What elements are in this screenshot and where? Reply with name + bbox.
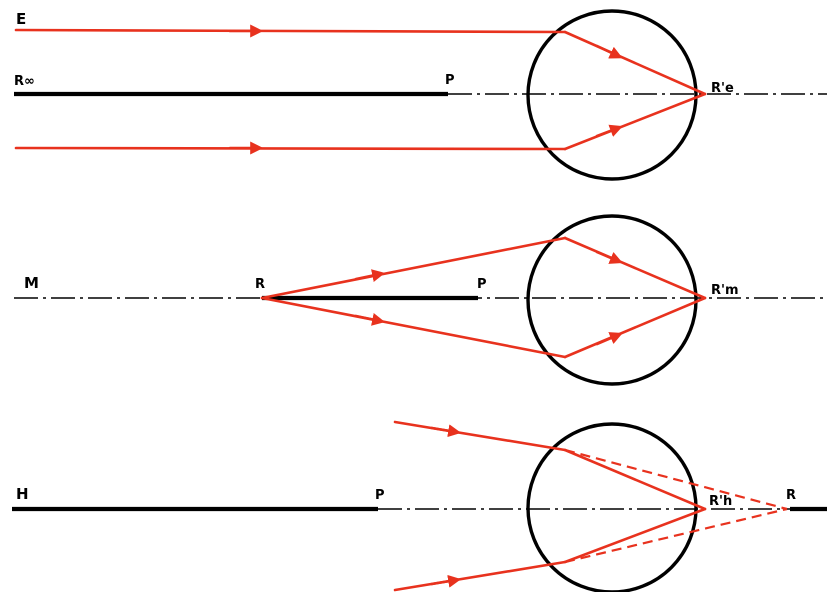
ray-arrow — [595, 124, 623, 138]
eye-circle — [526, 9, 698, 181]
refracted-ray-top — [563, 448, 707, 511]
near-point-label: P — [477, 277, 487, 292]
ray-arrow — [354, 269, 386, 282]
refracted-ray-bottom — [563, 296, 707, 359]
extension-ray-top — [564, 448, 788, 511]
ray-arrow — [354, 313, 386, 326]
extension-ray-bottom — [564, 507, 788, 564]
near-point-label: P — [445, 73, 455, 88]
panel-emmetropia: E R∞ P R'e — [14, 9, 827, 181]
incident-ray-top — [393, 420, 567, 452]
incident-ray-bottom — [260, 296, 567, 359]
eye-type-label: H — [16, 485, 29, 503]
image-point-label: R'm — [711, 283, 739, 298]
incident-ray-top — [260, 236, 567, 300]
refracted-ray-top — [563, 236, 707, 300]
ray-arrow — [595, 332, 623, 346]
panel-myopia: M R P R'm — [14, 214, 827, 386]
far-point-label: R — [786, 488, 796, 503]
refracted-ray-top — [563, 30, 707, 96]
ray-arrow — [430, 424, 462, 438]
eye-type-label: E — [16, 10, 26, 28]
far-point-label: R — [255, 277, 265, 292]
refracted-ray-bottom — [563, 507, 707, 564]
ray-arrow — [595, 44, 623, 59]
image-point-label: R'e — [711, 81, 734, 96]
far-point-label: R∞ — [14, 74, 35, 89]
incident-ray-bottom — [393, 560, 567, 592]
panel-hyperopia: H P R'h R — [12, 420, 827, 592]
incident-ray-top — [14, 28, 567, 34]
ray-arrow — [430, 574, 462, 588]
image-point-label: R'h — [709, 494, 732, 509]
near-point-label: P — [375, 488, 385, 503]
eye-type-label: M — [24, 274, 39, 292]
ray-arrow — [595, 250, 623, 264]
refracted-ray-bottom — [563, 92, 707, 151]
incident-ray-bottom — [14, 146, 567, 151]
eye-circle — [526, 214, 698, 386]
eye-circle — [526, 422, 698, 592]
